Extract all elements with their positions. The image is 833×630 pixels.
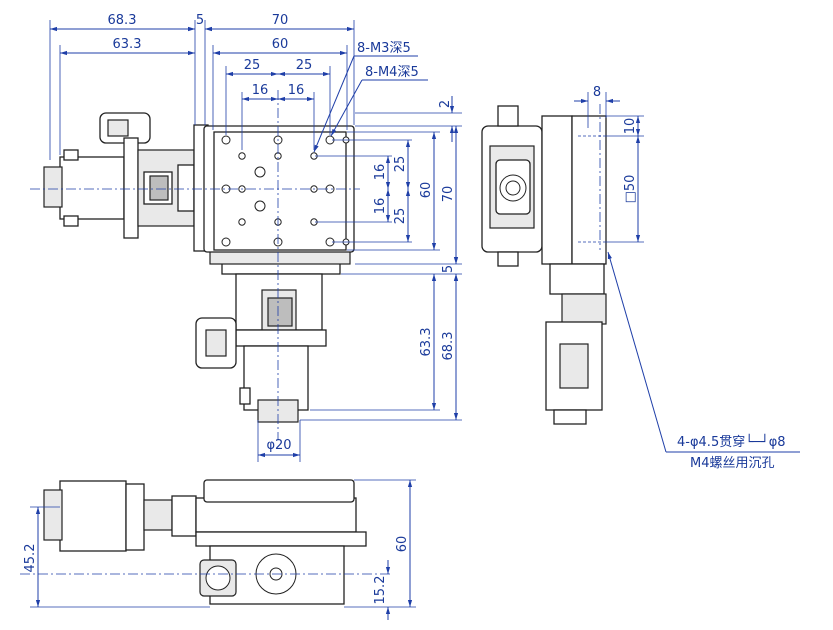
dim-60-vertical: 60 xyxy=(419,182,434,199)
dim-45-2: 45.2 xyxy=(23,544,38,573)
dim-2: 2 xyxy=(438,100,453,108)
top-view: 68.3 5 70 63.3 60 25 25 16 16 xyxy=(30,13,462,462)
dim-70: 70 xyxy=(272,13,289,28)
dim-25-upper: 25 xyxy=(393,156,408,173)
dim-10: 10 xyxy=(623,118,638,135)
callout-line-1: 4-φ4.5贯穿└─┘φ8 xyxy=(677,433,786,450)
dim-5: 5 xyxy=(196,13,204,28)
callout-m4: 8-M4深5 xyxy=(365,65,419,80)
dim-sq50: □50 xyxy=(623,175,638,204)
dim-60: 60 xyxy=(272,37,289,52)
dim-phi20: φ20 xyxy=(266,438,291,453)
dim-25-lower: 25 xyxy=(393,208,408,225)
front-view: 45.2 60 15.2 xyxy=(20,479,416,620)
dim-16-upper: 16 xyxy=(373,164,388,181)
counterbore-callout: 4-φ4.5贯穿└─┘φ8 M4螺丝用沉孔 xyxy=(607,251,800,471)
dim-5-vertical: 5 xyxy=(441,265,456,273)
x-motor xyxy=(43,112,209,252)
dim-63-3: 63.3 xyxy=(113,37,142,52)
dim-68-3: 68.3 xyxy=(108,13,137,28)
y-motor xyxy=(195,257,341,423)
dim-68-3-vertical: 68.3 xyxy=(441,332,456,361)
callout-line-2: M4螺丝用沉孔 xyxy=(690,456,775,471)
dim-25-left: 25 xyxy=(244,58,261,73)
dim-16-lower: 16 xyxy=(373,198,388,215)
dim-8: 8 xyxy=(593,85,601,100)
dim-63-3-vertical: 63.3 xyxy=(419,328,434,357)
side-view: 8 10 □50 xyxy=(481,85,644,425)
dim-25-right: 25 xyxy=(296,58,313,73)
dim-70-vertical: 70 xyxy=(441,186,456,203)
dim-16-left: 16 xyxy=(252,83,269,98)
callout-m3: 8-M3深5 xyxy=(357,41,411,56)
dim-16-right: 16 xyxy=(288,83,305,98)
dim-15-2: 15.2 xyxy=(373,576,388,605)
dim-60-front: 60 xyxy=(395,536,410,553)
